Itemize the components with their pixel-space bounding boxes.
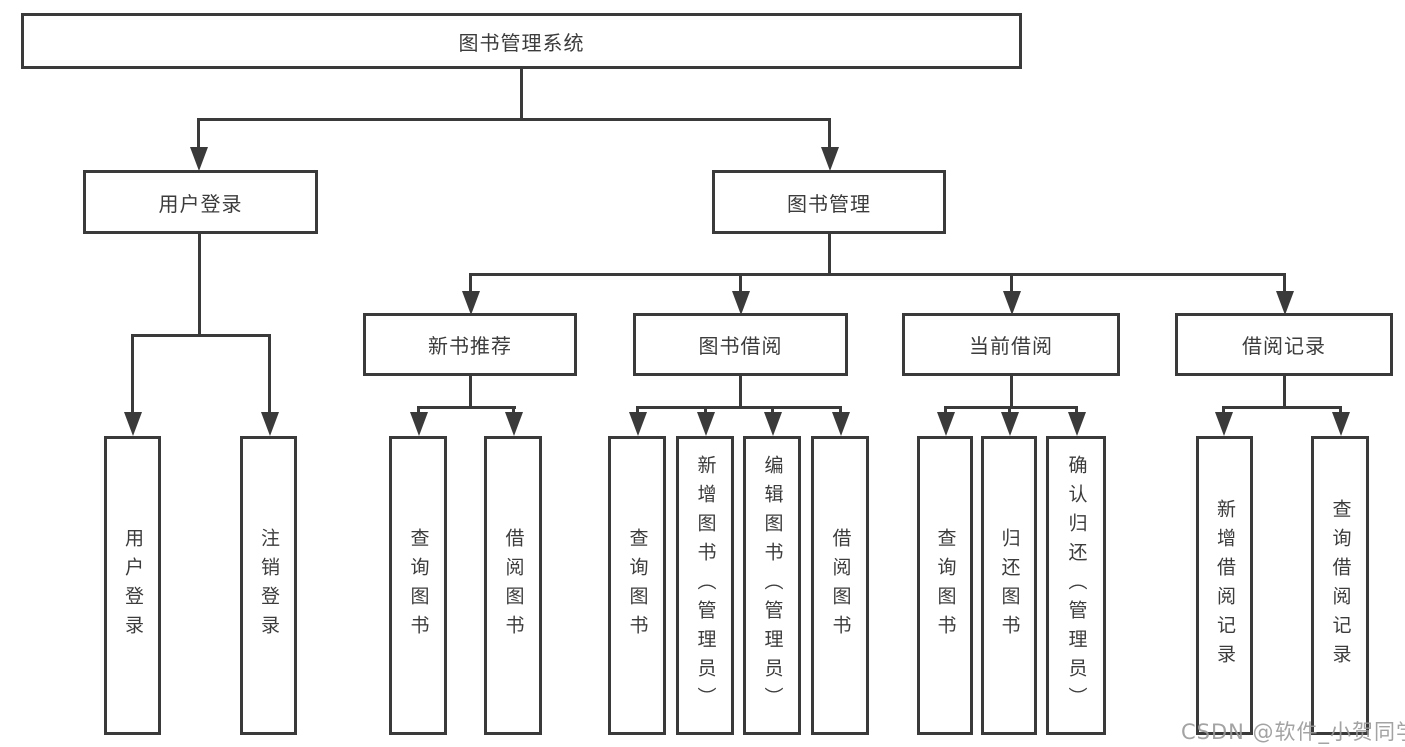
leaf-label: 确认归还（管理员） <box>1065 455 1088 716</box>
connector <box>771 406 774 416</box>
connector <box>636 406 639 416</box>
arrow-down-icon <box>1068 412 1086 436</box>
node-current-borrow-label: 当前借阅 <box>969 334 1053 358</box>
leaf-user-login: 用户登录 <box>104 436 161 735</box>
arrow-down-icon <box>410 412 428 436</box>
leaf-borrow-books-2: 借阅图书 <box>811 436 869 735</box>
connector <box>1010 376 1013 406</box>
connector <box>1010 273 1013 293</box>
connector <box>944 406 1078 409</box>
leaf-edit-books-admin: 编辑图书（管理员） <box>743 436 801 735</box>
connector <box>469 273 1286 276</box>
arrow-down-icon <box>732 291 750 315</box>
node-new-books: 新书推荐 <box>363 313 577 376</box>
node-book-borrow-label: 图书借阅 <box>698 334 783 358</box>
leaf-borrow-books-1: 借阅图书 <box>484 436 542 735</box>
connector <box>469 273 472 293</box>
arrow-down-icon <box>1276 291 1294 315</box>
connector <box>739 376 742 406</box>
connector <box>1283 273 1286 293</box>
node-borrow-records-label: 借阅记录 <box>1242 334 1326 358</box>
leaf-label: 查询图书 <box>626 527 649 644</box>
connector <box>839 406 842 416</box>
arrow-down-icon <box>1215 412 1233 436</box>
csdn-watermark: CSDN @软件_小贺同学 <box>1181 720 1405 744</box>
arrow-down-icon <box>462 291 480 315</box>
arrow-down-icon <box>1003 291 1021 315</box>
leaf-return-books: 归还图书 <box>981 436 1037 735</box>
connector <box>417 406 516 409</box>
leaf-label: 用户登录 <box>122 527 144 644</box>
node-new-books-label: 新书推荐 <box>428 334 512 358</box>
arrow-down-icon <box>190 147 208 171</box>
arrow-down-icon <box>697 412 715 436</box>
leaf-logout: 注销登录 <box>240 436 297 735</box>
arrow-down-icon <box>937 412 955 436</box>
connector <box>1222 406 1342 409</box>
leaf-label: 查询图书 <box>934 527 957 644</box>
leaf-add-books-admin: 新增图书（管理员） <box>676 436 734 735</box>
node-book-mgmt: 图书管理 <box>712 170 946 234</box>
connector <box>1008 406 1011 416</box>
node-user-login: 用户登录 <box>83 170 318 234</box>
connector <box>636 406 842 409</box>
node-current-borrow: 当前借阅 <box>902 313 1120 376</box>
leaf-label: 新增借阅记录 <box>1214 498 1236 673</box>
connector <box>1075 406 1078 416</box>
connector <box>198 234 201 334</box>
arrow-down-icon <box>124 412 142 436</box>
arrow-down-icon <box>261 412 279 436</box>
connector <box>1339 406 1342 416</box>
arrow-down-icon <box>1001 412 1019 436</box>
connector <box>520 69 523 118</box>
leaf-query-books-3: 查询图书 <box>917 436 973 735</box>
connector <box>1283 376 1286 406</box>
leaf-label: 借阅图书 <box>829 527 852 644</box>
connector <box>828 118 831 150</box>
arrow-down-icon <box>764 412 782 436</box>
leaf-label: 借阅图书 <box>502 527 525 644</box>
leaf-label: 查询借阅记录 <box>1329 498 1352 673</box>
connector <box>469 376 472 406</box>
leaf-label: 查询图书 <box>407 527 430 644</box>
leaf-label: 新增图书（管理员） <box>694 455 717 716</box>
connector <box>828 234 831 275</box>
arrow-down-icon <box>505 412 523 436</box>
leaf-query-borrow-record: 查询借阅记录 <box>1311 436 1369 735</box>
leaf-confirm-return-admin: 确认归还（管理员） <box>1046 436 1106 735</box>
arrow-down-icon <box>629 412 647 436</box>
arrow-down-icon <box>821 147 839 171</box>
leaf-label: 编辑图书（管理员） <box>761 455 784 716</box>
connector <box>131 334 134 414</box>
node-borrow-records: 借阅记录 <box>1175 313 1393 376</box>
connector <box>268 334 271 414</box>
arrow-down-icon <box>832 412 850 436</box>
connector <box>131 334 271 337</box>
connector <box>512 406 515 416</box>
node-root-label: 图书管理系统 <box>458 30 585 55</box>
node-book-borrow: 图书借阅 <box>633 313 848 376</box>
node-book-mgmt-label: 图书管理 <box>787 191 871 216</box>
leaf-label: 归还图书 <box>998 527 1021 644</box>
connector <box>704 406 707 416</box>
arrow-down-icon <box>1332 412 1350 436</box>
connector <box>197 118 200 150</box>
node-user-login-label: 用户登录 <box>158 191 243 216</box>
connector <box>1222 406 1225 416</box>
connector <box>944 406 947 416</box>
connector <box>739 273 742 293</box>
leaf-query-books-1: 查询图书 <box>389 436 447 735</box>
leaf-label: 注销登录 <box>258 527 280 644</box>
leaf-query-books-2: 查询图书 <box>608 436 666 735</box>
leaf-add-borrow-record: 新增借阅记录 <box>1196 436 1253 735</box>
connector <box>417 406 420 416</box>
node-root: 图书管理系统 <box>21 13 1022 69</box>
connector <box>197 118 831 121</box>
